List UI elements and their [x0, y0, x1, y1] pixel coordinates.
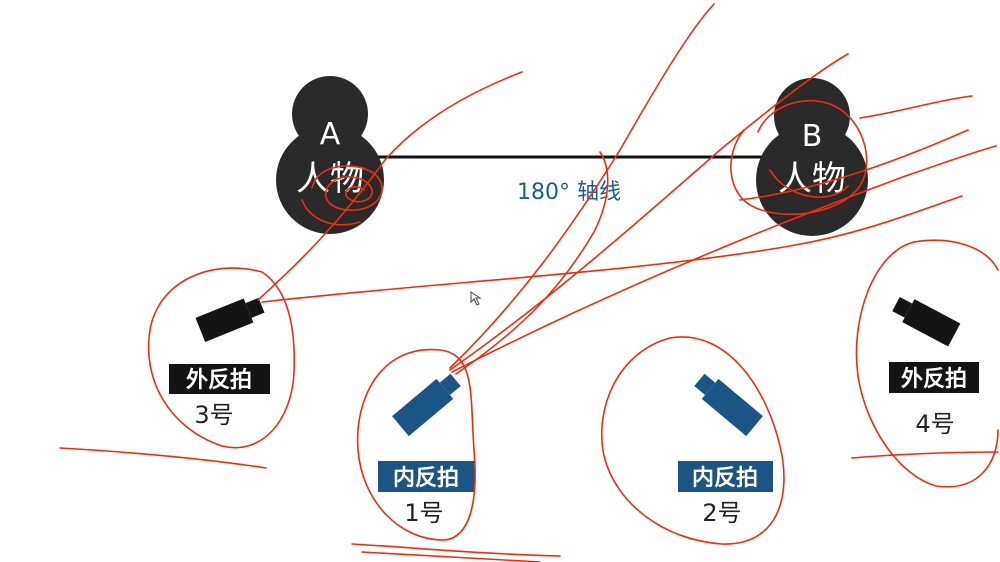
scribble-person-a [301, 165, 383, 226]
camera-3: 外反拍 3号 [169, 297, 270, 429]
scribble-circle-camera-2 [600, 336, 785, 545]
camera-2-body [701, 378, 763, 437]
mouse-cursor-icon [470, 291, 482, 306]
scribble-underline-right [851, 451, 999, 459]
camera-4-tag [889, 362, 979, 393]
person-a-letter: A [320, 117, 341, 152]
camera-1-lens [439, 373, 461, 395]
scribble-ray-cam1-a [449, 3, 715, 369]
camera-4-body [902, 299, 961, 347]
scribble-ray-cam1-c [451, 145, 997, 373]
red-annotations [59, 3, 999, 562]
camera-3-type: 外反拍 [186, 367, 252, 393]
camera-2-number: 2号 [702, 499, 741, 527]
camera-2: 内反拍 2号 [678, 373, 773, 527]
scribble-circle-camera-4 [855, 241, 999, 488]
person-b-body [756, 124, 868, 236]
axis-label: 180° 轴线 [517, 180, 621, 205]
camera-4-number: 4号 [915, 410, 954, 438]
scribble-circle-camera-4-top [913, 239, 999, 271]
scribble-underline-left [59, 447, 267, 469]
scribble-line-top-right [739, 95, 973, 201]
camera-1: 内反拍 1号 [378, 373, 475, 527]
camera-4: 外反拍 4号 [889, 296, 979, 438]
camera-2-lens [694, 373, 716, 395]
camera-3-lens [245, 297, 265, 318]
camera-1-tag [378, 461, 475, 492]
camera-1-body [392, 378, 454, 437]
person-a: A 人物 [276, 76, 384, 234]
scribble-circle-camera-3 [147, 267, 296, 449]
camera-4-type: 外反拍 [901, 366, 967, 392]
scribble-line-cam3-to-a [257, 71, 523, 301]
camera-1-type: 内反拍 [393, 465, 459, 491]
camera-3-number: 3号 [194, 401, 233, 429]
camera-4-lens [892, 296, 913, 318]
scribble-circle-camera-1 [356, 348, 476, 541]
scribble-person-b [730, 99, 868, 216]
person-b: B 人物 [756, 78, 868, 236]
scribble-ray-cam1-b [449, 53, 849, 371]
camera-1-number: 1号 [404, 499, 443, 527]
person-a-name: 人物 [296, 159, 364, 199]
camera-2-tag [678, 461, 773, 492]
person-b-letter: B [802, 119, 823, 154]
camera-3-tag [169, 364, 270, 394]
camera-3-body [195, 298, 254, 343]
person-a-body [276, 126, 384, 234]
scribble-ray-cam1-d [455, 151, 609, 375]
scribble-underline-bottom [351, 543, 561, 562]
scribble-line-cam3-to-right [261, 195, 963, 303]
camera-2-type: 内反拍 [692, 465, 758, 491]
